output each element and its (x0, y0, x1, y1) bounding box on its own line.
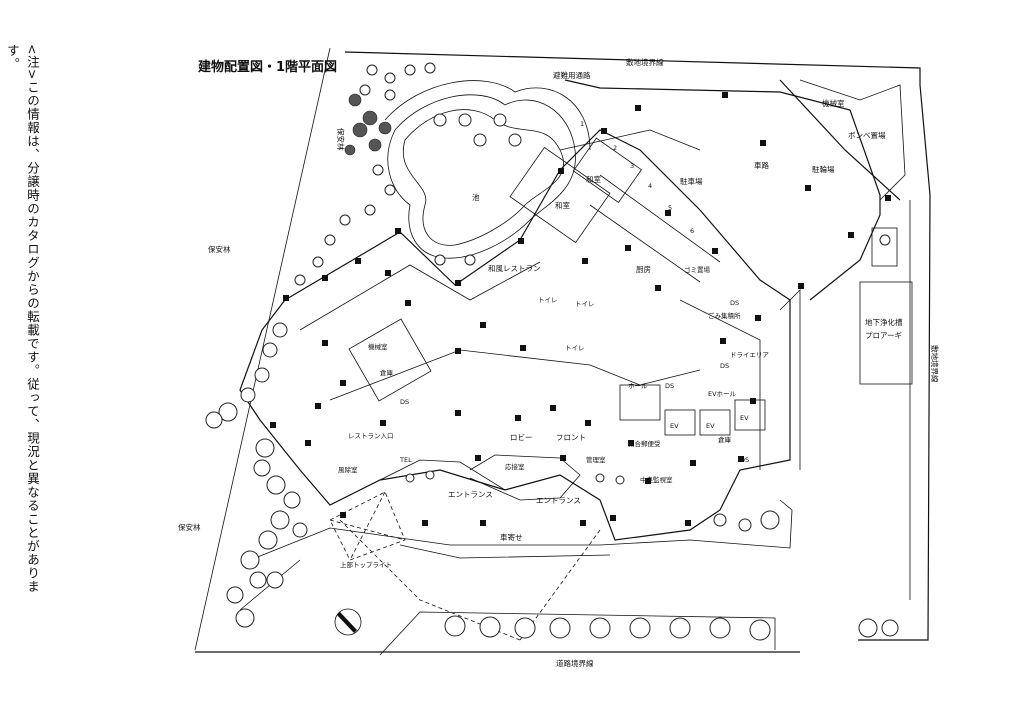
dry-area-label: ドライエリア (730, 351, 769, 359)
building-outline (239, 129, 791, 541)
hall-label: ホール (628, 382, 648, 390)
entrance-2-label: エントランス (536, 496, 581, 505)
forest-top-label: 保安林 (336, 128, 346, 151)
ds1-label: DS (730, 299, 739, 307)
storage-left-label: 倉庫 (380, 368, 394, 377)
washitsu-1-label: 和室 (586, 174, 601, 184)
parking-numbers: 1 2 3 4 5 6 7 (580, 120, 716, 256)
parking-number: 1 (580, 120, 584, 128)
parking-number: 6 (690, 227, 694, 235)
wc3-label: トイレ (565, 344, 585, 352)
pond-outline (402, 109, 564, 246)
ev-hall-label: EVホール (708, 390, 737, 398)
warehouse-label: 倉庫 (718, 435, 732, 444)
forest-left-label: 保安林 (208, 244, 231, 254)
machine-room-top-label: 機械室 (822, 98, 845, 108)
driveway-label: 車路 (754, 160, 769, 170)
parking-number: 4 (648, 182, 652, 190)
parking-number: 3 (630, 162, 634, 170)
access-road-label: 避難用通路 (553, 70, 591, 80)
septic-label: 地下浄化槽 (865, 317, 903, 327)
wc1-label: トイレ (538, 296, 558, 304)
ds4-label: DS (400, 398, 409, 406)
trees (205, 62, 899, 641)
mailbox-label: 集合郵便受 (628, 439, 661, 448)
ev2-label: EV (706, 422, 715, 430)
parking-number: 7 (712, 248, 716, 256)
bicycle-label: 駐輪場 (812, 164, 835, 174)
car-approach-label: 車寄せ (500, 532, 523, 542)
ds2-label: DS (720, 362, 729, 370)
ev1-label: EV (670, 422, 679, 430)
lobby-label: ロビー (510, 433, 533, 442)
pond-label: 池 (472, 192, 480, 202)
ceramic-label: プロアーギ (865, 331, 903, 340)
boundary-right-label: 敷地境界線 (930, 345, 940, 383)
monitoring-label: 中央監視室 (640, 475, 673, 484)
south-planting-strip (379, 611, 776, 656)
ev3-label: EV (740, 414, 749, 422)
washitsu-2-label: 和室 (555, 200, 570, 210)
parking-number: 2 (613, 144, 617, 152)
manager-label: 管理室 (586, 455, 606, 464)
tel-label: TEL (399, 456, 412, 464)
structural-columns (270, 92, 891, 526)
parking-number: 5 (668, 204, 672, 212)
reception-label: 応接室 (505, 462, 525, 471)
front-label: フロント (556, 433, 586, 442)
japanese-restaurant-label: 和風レストラン (488, 264, 541, 273)
boundary-bottom-label: 道路境界線 (556, 658, 594, 668)
entrance-1-label: エントランス (448, 490, 493, 499)
wc2-label: トイレ (575, 300, 595, 308)
disclaimer-note: <注>この情報は、分譲時のカタログからの転載です。従って、現況と異なることがあり… (5, 44, 40, 594)
north-arrow-icon (334, 608, 362, 636)
kitchen-label: 厨房 (636, 264, 651, 274)
garbage-label: ごみ集積所 (708, 311, 741, 320)
toplight-label: 上部トップライト (340, 560, 392, 569)
parking-label: 駐車場 (680, 176, 703, 186)
ds3-label: DS (665, 382, 674, 390)
gas-cylinder-label: ボンベ置場 (848, 130, 886, 140)
ds5-label: DS (740, 456, 749, 464)
machine-room-left-label: 機械室 (368, 342, 388, 351)
restaurant-entry-label: レストラン入口 (348, 432, 394, 440)
windbreak-left-label: 風除室 (338, 465, 358, 474)
west-boundary (194, 47, 331, 651)
drawing-title: 建物配置図・1階平面図 (198, 59, 337, 75)
site-boundary (344, 51, 931, 641)
forest-bottom-label: 保安林 (178, 522, 201, 532)
boundary-top-label: 敷地境界線 (626, 57, 664, 67)
waste-label: ゴミ置場 (684, 265, 711, 274)
